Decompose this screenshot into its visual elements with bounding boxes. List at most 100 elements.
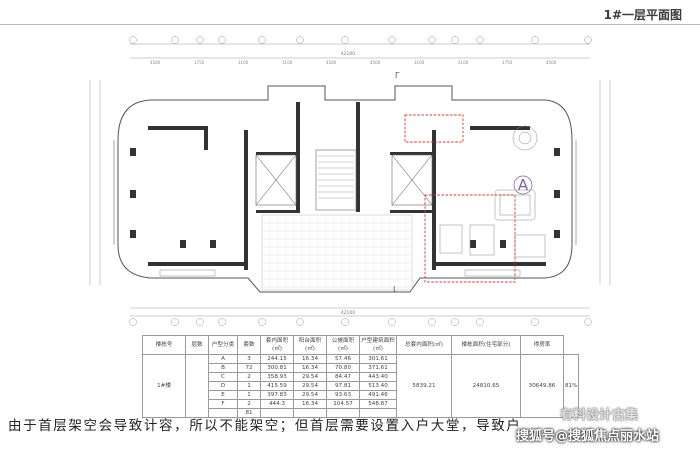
grid-bubble bbox=[258, 36, 266, 44]
table-cell: 29.54 bbox=[293, 372, 327, 382]
grid-bubble bbox=[171, 318, 179, 326]
table-cell: B bbox=[208, 363, 238, 373]
grid-axis-bubbles bbox=[129, 36, 592, 326]
table-cell: 415.59 bbox=[260, 381, 294, 391]
grid-bubble bbox=[296, 36, 304, 44]
grid-bubble bbox=[196, 318, 204, 326]
table-cell: E bbox=[208, 390, 238, 400]
grid-bubble bbox=[428, 36, 436, 44]
table-cell: D bbox=[208, 381, 238, 391]
table-cell: 513.40 bbox=[359, 381, 397, 391]
grid-bubble bbox=[341, 36, 349, 44]
table-cell: 491.46 bbox=[359, 390, 397, 400]
building-cell: 1#楼 bbox=[142, 354, 186, 418]
table-cell: 3 bbox=[237, 354, 261, 364]
section-mark-bottom: L bbox=[393, 285, 398, 294]
bottom-overall-dimension: 42100 bbox=[341, 310, 355, 316]
building-outline bbox=[113, 85, 577, 293]
table-header-cell: 套内面积(㎡) bbox=[260, 335, 294, 355]
table-cell: 16.34 bbox=[293, 399, 327, 409]
wall-segments bbox=[130, 102, 560, 270]
area-table: 楼栋号层数户型分类套数套内面积(㎡)阳台面积(㎡)公摊面积(㎡)户型建筑面积(㎡… bbox=[142, 335, 580, 418]
table-header-row: 楼栋号层数户型分类套数套内面积(㎡)阳台面积(㎡)公摊面积(㎡)户型建筑面积(㎡… bbox=[142, 335, 579, 355]
table-total-row: 81 bbox=[143, 408, 579, 418]
grid-bubble bbox=[428, 318, 436, 326]
table-header-cell: 得房率 bbox=[520, 335, 564, 355]
page-title: 1#一层平面图 bbox=[603, 8, 682, 22]
grid-bubble bbox=[296, 318, 304, 326]
table-cell: 443.40 bbox=[359, 372, 397, 382]
table-cell: 57.46 bbox=[326, 354, 360, 364]
watermark-primary: 有料设计古集 bbox=[560, 408, 639, 423]
table-header-cell: 套数 bbox=[237, 335, 261, 355]
grid-bubble bbox=[584, 318, 592, 326]
grid-bubble bbox=[388, 36, 396, 44]
table-cell: 244.15 bbox=[260, 354, 294, 364]
dimension-label: 2100 bbox=[238, 60, 249, 65]
table-cell: 371.61 bbox=[359, 363, 397, 373]
table-cell: 301.61 bbox=[359, 354, 397, 364]
table-header-cell: 户型建筑面积(㎡) bbox=[359, 335, 397, 355]
floors-cell bbox=[185, 354, 209, 418]
lobby-tiles bbox=[262, 215, 412, 290]
table-cell: 29.54 bbox=[293, 390, 327, 400]
table-cell: 16.34 bbox=[293, 354, 327, 364]
grid-bubble bbox=[451, 36, 459, 44]
table-header-cell: 公摊面积(㎡) bbox=[326, 335, 360, 355]
table-cell: 2 bbox=[237, 399, 261, 409]
title-divider bbox=[0, 24, 700, 25]
table-cell: 93.63 bbox=[326, 390, 360, 400]
table-cell: 16.34 bbox=[293, 363, 327, 373]
dimension-label: 4500 bbox=[546, 60, 557, 65]
total-area-cell: 5839.21 bbox=[396, 354, 452, 418]
table-cell: 1 bbox=[237, 381, 261, 391]
table-cell: 397.83 bbox=[260, 390, 294, 400]
grid-bubble bbox=[218, 36, 226, 44]
table-cell: 444.3 bbox=[260, 399, 294, 409]
elevator-cores bbox=[255, 149, 433, 211]
table-cell: 72 bbox=[237, 363, 261, 373]
grid-bubble bbox=[218, 318, 226, 326]
overall-dimension: 42100 bbox=[341, 51, 355, 57]
table-header-cell: 总套内面积(㎡) bbox=[396, 335, 452, 355]
grid-bubble bbox=[476, 318, 484, 326]
table-cell: 1 bbox=[237, 390, 261, 400]
grid-bubble bbox=[258, 318, 266, 326]
grid-bubble bbox=[341, 318, 349, 326]
furniture bbox=[159, 125, 546, 277]
building-area-cell: 30649.86 bbox=[520, 354, 564, 418]
grid-bubble bbox=[129, 318, 137, 326]
table-header-cell: 层数 bbox=[185, 335, 209, 355]
area-table-wrap: 楼栋号层数户型分类套数套内面积(㎡)阳台面积(㎡)公摊面积(㎡)户型建筑面积(㎡… bbox=[142, 335, 580, 418]
table-header-cell: 户型分类 bbox=[208, 335, 238, 355]
grid-bubble bbox=[531, 318, 539, 326]
building-total-cell: 24810.65 bbox=[451, 354, 521, 418]
table-header-cell: 楼栋号 bbox=[142, 335, 186, 355]
section-mark-top: Γ bbox=[395, 71, 400, 80]
unit-label-ring bbox=[513, 175, 533, 195]
grid-bubble bbox=[584, 36, 592, 44]
table-cell: F bbox=[208, 399, 238, 409]
dimension-label: 1750 bbox=[194, 60, 205, 65]
table-cell: 70.80 bbox=[326, 363, 360, 373]
dimension-label: 4500 bbox=[326, 60, 337, 65]
grid-bubble bbox=[451, 318, 459, 326]
dimension-label: 3100 bbox=[282, 60, 293, 65]
table-header-cell: 阳台面积(㎡) bbox=[293, 335, 327, 355]
highlight-boxes bbox=[404, 114, 516, 283]
unit-label-a: A bbox=[518, 176, 529, 194]
table-cell bbox=[359, 408, 397, 418]
table-cell: A bbox=[208, 354, 238, 364]
grid-bubble bbox=[129, 36, 137, 44]
table-cell: 29.54 bbox=[293, 381, 327, 391]
table-cell: 548.87 bbox=[359, 399, 397, 409]
grid-bubble bbox=[171, 36, 179, 44]
stair bbox=[318, 155, 354, 199]
dimension-label: 3100 bbox=[414, 60, 425, 65]
